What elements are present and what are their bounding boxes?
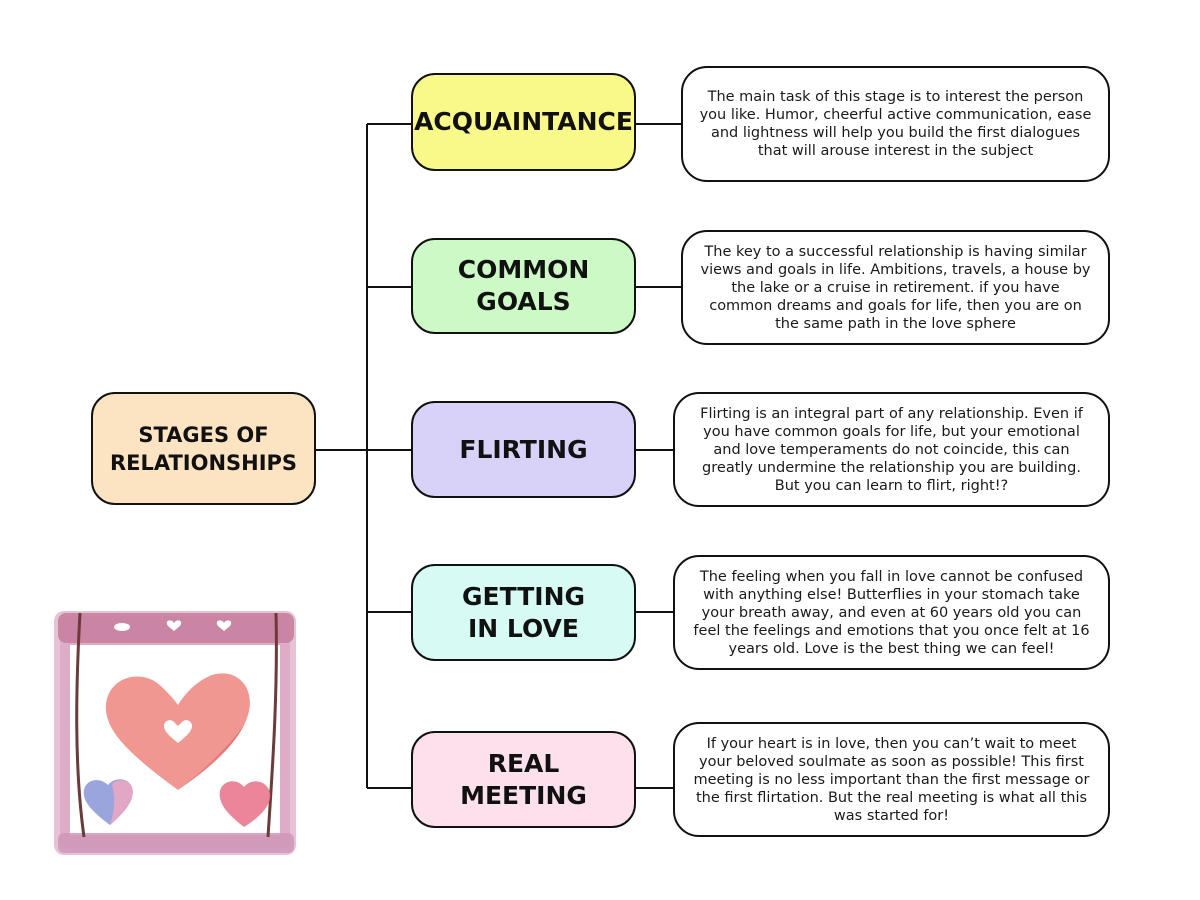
description-flirting: Flirting is an integral part of any rela… — [673, 392, 1110, 507]
description-text: The main task of this stage is to intere… — [699, 89, 1092, 159]
description-text: If your heart is in love, then you can’t… — [693, 735, 1090, 824]
description-common-goals: The key to a successful relationship is … — [681, 230, 1110, 345]
stage-node-getting-in-love: GETTING IN LOVE — [411, 564, 636, 661]
description-getting-in-love: The feeling when you fall in love cannot… — [673, 555, 1110, 670]
description-text: The feeling when you fall in love cannot… — [693, 568, 1090, 657]
description-real-meeting: If your heart is in love, then you can’t… — [673, 722, 1110, 837]
stage-node-flirting: FLIRTING — [411, 401, 636, 498]
stage-label: ACQUAINTANCE — [414, 107, 633, 136]
stage-label: GETTING IN LOVE — [461, 581, 586, 643]
stage-label: COMMON GOALS — [457, 255, 590, 316]
root-node: STAGES OF RELATIONSHIPS — [91, 392, 316, 505]
stage-node-real-meeting: REAL MEETING — [411, 731, 636, 828]
root-label: STAGES OF RELATIONSHIPS — [109, 422, 298, 475]
description-text: Flirting is an integral part of any rela… — [700, 405, 1083, 494]
stage-label: REAL MEETING — [460, 748, 587, 810]
stage-node-acquaintance: ACQUAINTANCE — [411, 73, 636, 171]
calendar-heart-icon — [50, 605, 300, 864]
stage-label: FLIRTING — [459, 434, 588, 464]
description-acquaintance: The main task of this stage is to intere… — [681, 66, 1110, 182]
description-text: The key to a successful relationship is … — [700, 243, 1091, 332]
stage-node-common-goals: COMMON GOALS — [411, 238, 636, 334]
